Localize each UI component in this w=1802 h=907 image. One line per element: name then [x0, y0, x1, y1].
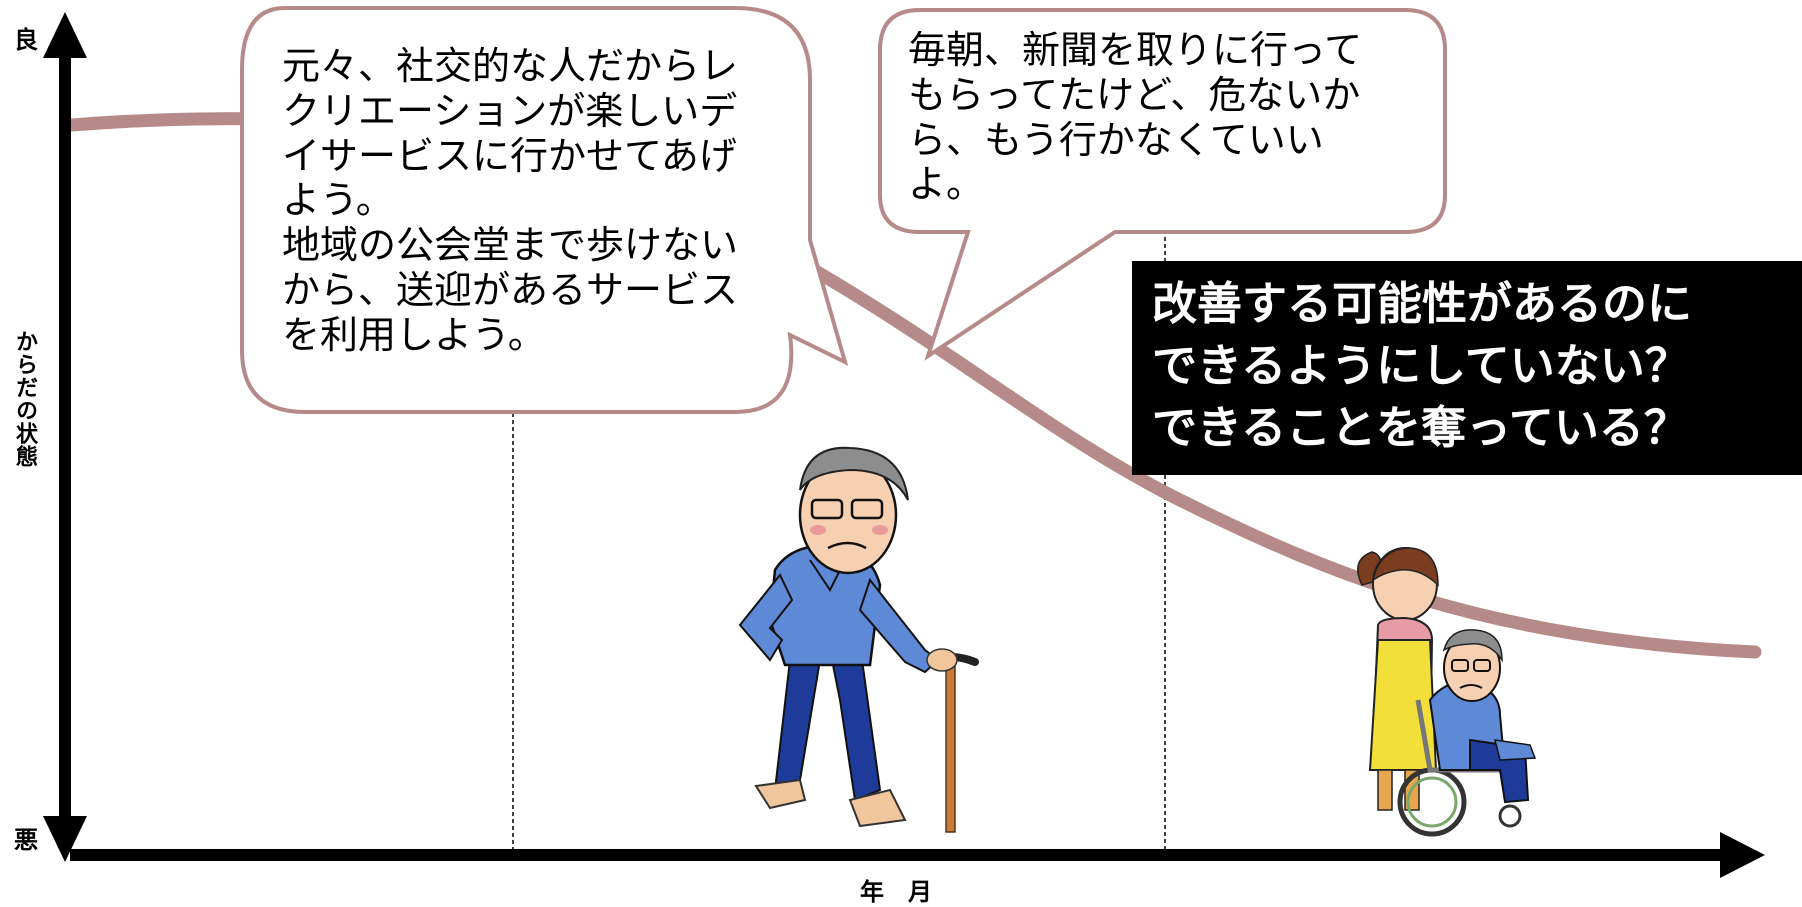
y-axis-arrow-up-icon [43, 12, 87, 58]
elderly-man-with-cane-icon [738, 446, 979, 833]
y-axis-title: からだの状態 [12, 330, 37, 468]
speech-bubble-2-text: 毎朝、新聞を取りに行って もらってたけど、危ないか ら、もう行かなくていい よ。 [908, 28, 1363, 207]
y-axis [43, 12, 87, 862]
speech-bubble-2 [878, 8, 1447, 361]
x-axis-arrow-right-icon [1720, 832, 1765, 878]
speech-bubble-1 [240, 6, 849, 414]
x-axis-title: 年 月 [860, 878, 932, 906]
callout-box: 改善する可能性があるのに できるようにしていない？ できることを奪っている？ [1132, 261, 1802, 475]
x-axis [70, 832, 1765, 878]
y-axis-bottom-label: 悪 [14, 826, 38, 854]
speech-bubble-1-text: 元々、社交的な人だからレ クリエーションが楽しいデ イサービスに行かせてあげ よ… [282, 44, 739, 357]
y-axis-top-label: 良 [14, 26, 38, 54]
caregiver-with-wheelchair-icon [1357, 547, 1537, 837]
y-axis-arrow-down-icon [43, 816, 87, 862]
